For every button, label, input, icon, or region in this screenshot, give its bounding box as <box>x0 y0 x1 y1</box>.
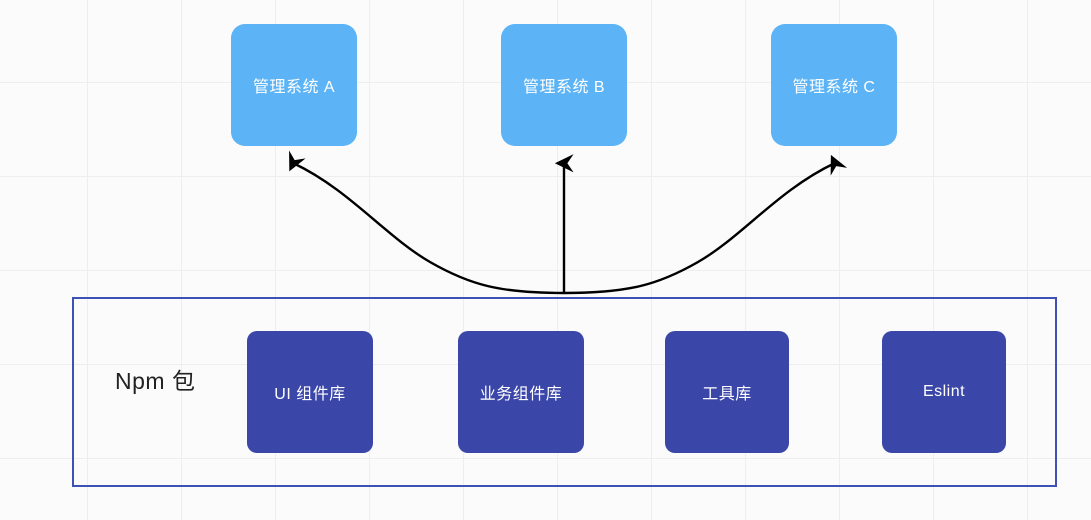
system-box-c-label: 管理系统 C <box>792 79 876 96</box>
package-box-utils-label: 工具库 <box>702 386 752 403</box>
connector-to-system-c <box>563 154 848 295</box>
npm-group-frame <box>72 297 1057 487</box>
system-box-a-label: 管理系统 A <box>252 79 336 96</box>
npm-group-label: Npm 包 <box>115 368 196 394</box>
package-box-eslint-label: Eslint <box>922 383 966 400</box>
package-box-business-components-label: 业务组件库 <box>479 386 563 403</box>
system-box-b-label: 管理系统 B <box>522 79 606 96</box>
package-box-utils[interactable]: 工具库 <box>665 331 789 453</box>
system-box-c[interactable]: 管理系统 C <box>771 24 897 146</box>
system-box-a[interactable]: 管理系统 A <box>231 24 357 146</box>
package-box-business-components[interactable]: 业务组件库 <box>458 331 584 453</box>
system-box-b[interactable]: 管理系统 B <box>501 24 627 146</box>
package-box-ui-components[interactable]: UI 组件库 <box>247 331 373 453</box>
connector-to-system-a <box>289 150 565 295</box>
package-box-ui-components-label: UI 组件库 <box>274 386 346 403</box>
package-box-eslint[interactable]: Eslint <box>882 331 1006 453</box>
